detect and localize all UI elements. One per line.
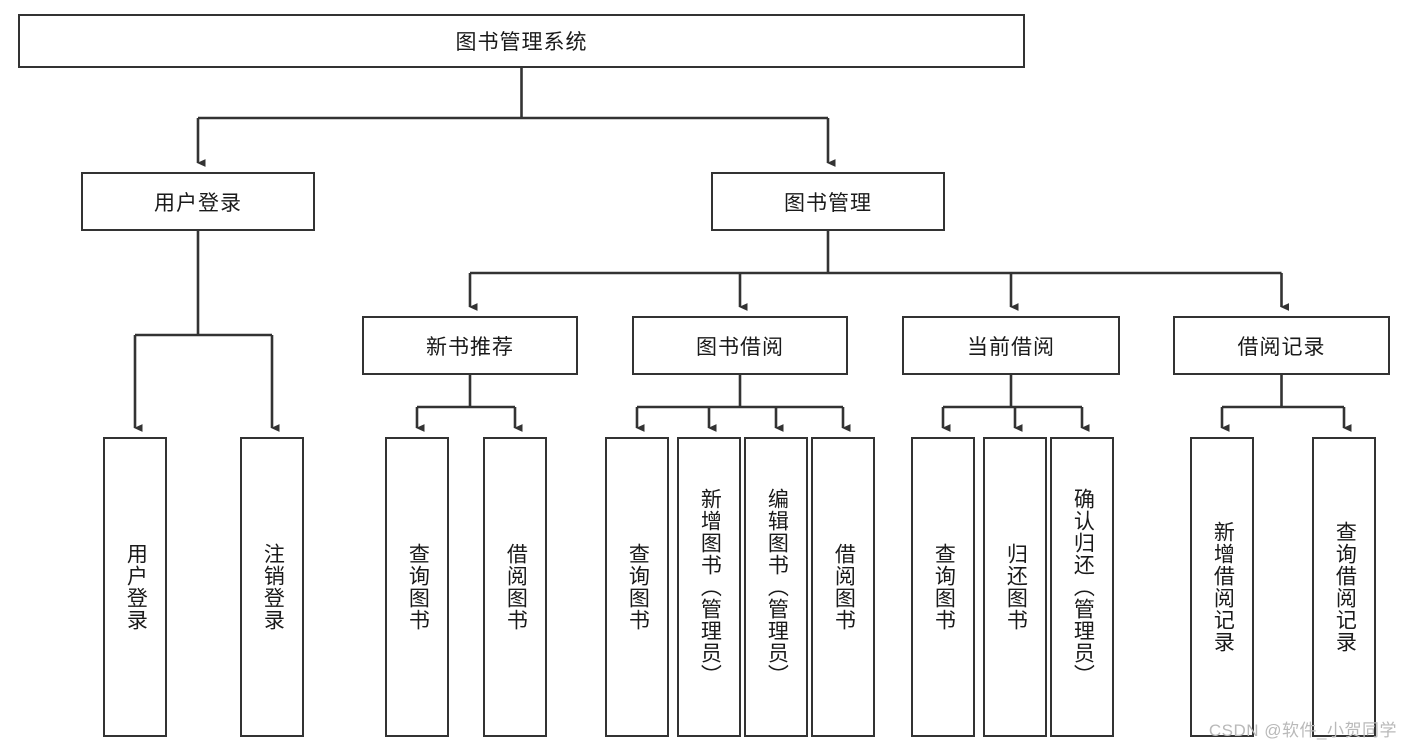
node-book-manage[interactable]: 图书管理 (711, 172, 945, 231)
node-label: 用户登录 (154, 191, 242, 215)
node-leaf-rec-borrow[interactable]: 借阅图书 (483, 437, 547, 737)
node-label: 注销登录 (261, 543, 285, 631)
node-new-book-rec[interactable]: 新书推荐 (362, 316, 578, 375)
node-leaf-borrow-query[interactable]: 查询图书 (605, 437, 669, 737)
node-book-borrow[interactable]: 图书借阅 (632, 316, 848, 375)
node-root[interactable]: 图书管理系统 (18, 14, 1025, 68)
node-label: 查询图书 (932, 543, 956, 631)
node-leaf-borrow-lend[interactable]: 借阅图书 (811, 437, 875, 737)
node-label: 新增图书（管理员） (698, 488, 722, 686)
node-leaf-current-return[interactable]: 归还图书 (983, 437, 1047, 737)
node-leaf-user-logout[interactable]: 注销登录 (240, 437, 304, 737)
node-label: 借阅记录 (1237, 335, 1326, 359)
node-label: 新书推荐 (426, 335, 514, 359)
node-label: 图书管理 (784, 191, 872, 215)
node-leaf-borrow-add[interactable]: 新增图书（管理员） (677, 437, 741, 737)
node-leaf-record-add[interactable]: 新增借阅记录 (1190, 437, 1254, 737)
node-leaf-current-confirm[interactable]: 确认归还（管理员） (1050, 437, 1114, 737)
node-label: 确认归还（管理员） (1071, 488, 1095, 686)
node-leaf-rec-query[interactable]: 查询图书 (385, 437, 449, 737)
node-borrow-record[interactable]: 借阅记录 (1173, 316, 1390, 375)
node-label: 借阅图书 (504, 543, 528, 631)
node-current-borrow[interactable]: 当前借阅 (902, 316, 1120, 375)
node-label: 查询图书 (406, 543, 430, 631)
node-label: 新增借阅记录 (1211, 521, 1235, 653)
node-label: 编辑图书（管理员） (765, 488, 789, 686)
node-label: 图书管理系统 (455, 31, 588, 54)
watermark-label: CSDN @软件_小贺同学 (1208, 721, 1397, 740)
node-label: 用户登录 (124, 543, 148, 631)
node-label: 查询借阅记录 (1333, 521, 1357, 653)
node-label: 当前借阅 (967, 335, 1055, 359)
node-label: 图书借阅 (696, 335, 784, 359)
node-leaf-user-login[interactable]: 用户登录 (103, 437, 167, 737)
node-user-login[interactable]: 用户登录 (81, 172, 315, 231)
node-leaf-borrow-edit[interactable]: 编辑图书（管理员） (744, 437, 808, 737)
node-leaf-current-query[interactable]: 查询图书 (911, 437, 975, 737)
node-label: 归还图书 (1004, 543, 1028, 631)
node-label: 借阅图书 (832, 543, 856, 631)
node-leaf-record-query[interactable]: 查询借阅记录 (1312, 437, 1376, 737)
node-label: 查询图书 (626, 543, 650, 631)
